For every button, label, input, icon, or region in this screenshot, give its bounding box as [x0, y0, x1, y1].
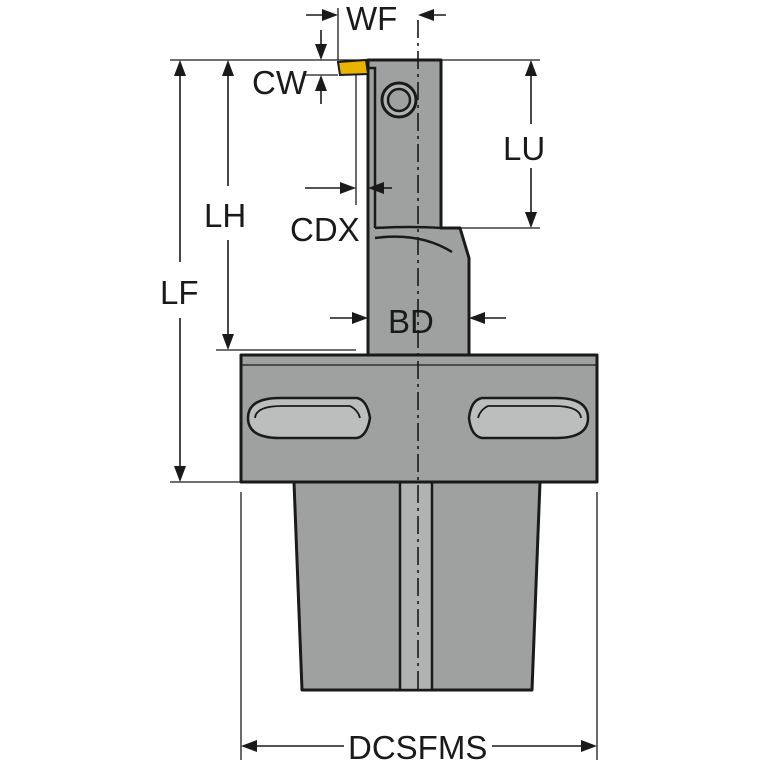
bd-dimension [330, 312, 506, 324]
coolant-hole [380, 81, 418, 119]
lu-label: LU [503, 130, 545, 167]
lf-dimension [170, 60, 241, 483]
insert [336, 58, 370, 77]
wf-label: WF [346, 0, 397, 37]
right-slot [467, 396, 590, 440]
lf-label: LF [160, 274, 199, 311]
cdx-dimension [305, 75, 392, 205]
lh-label: LH [204, 197, 246, 234]
shank-groove [398, 480, 434, 692]
cdx-label: CDX [290, 211, 360, 248]
bar-contour [374, 225, 460, 254]
wf-dimension [306, 8, 446, 60]
cw-label: CW [252, 64, 308, 101]
left-slot [246, 396, 372, 440]
lu-dimension [460, 60, 540, 229]
bd-label: BD [388, 303, 434, 340]
dcsfms-label: DCSFMS [348, 729, 487, 766]
dcsfms-dimension [240, 492, 598, 760]
cw-dimension [305, 30, 338, 104]
lh-dimension [216, 60, 356, 351]
bar-tip-step [368, 66, 377, 228]
